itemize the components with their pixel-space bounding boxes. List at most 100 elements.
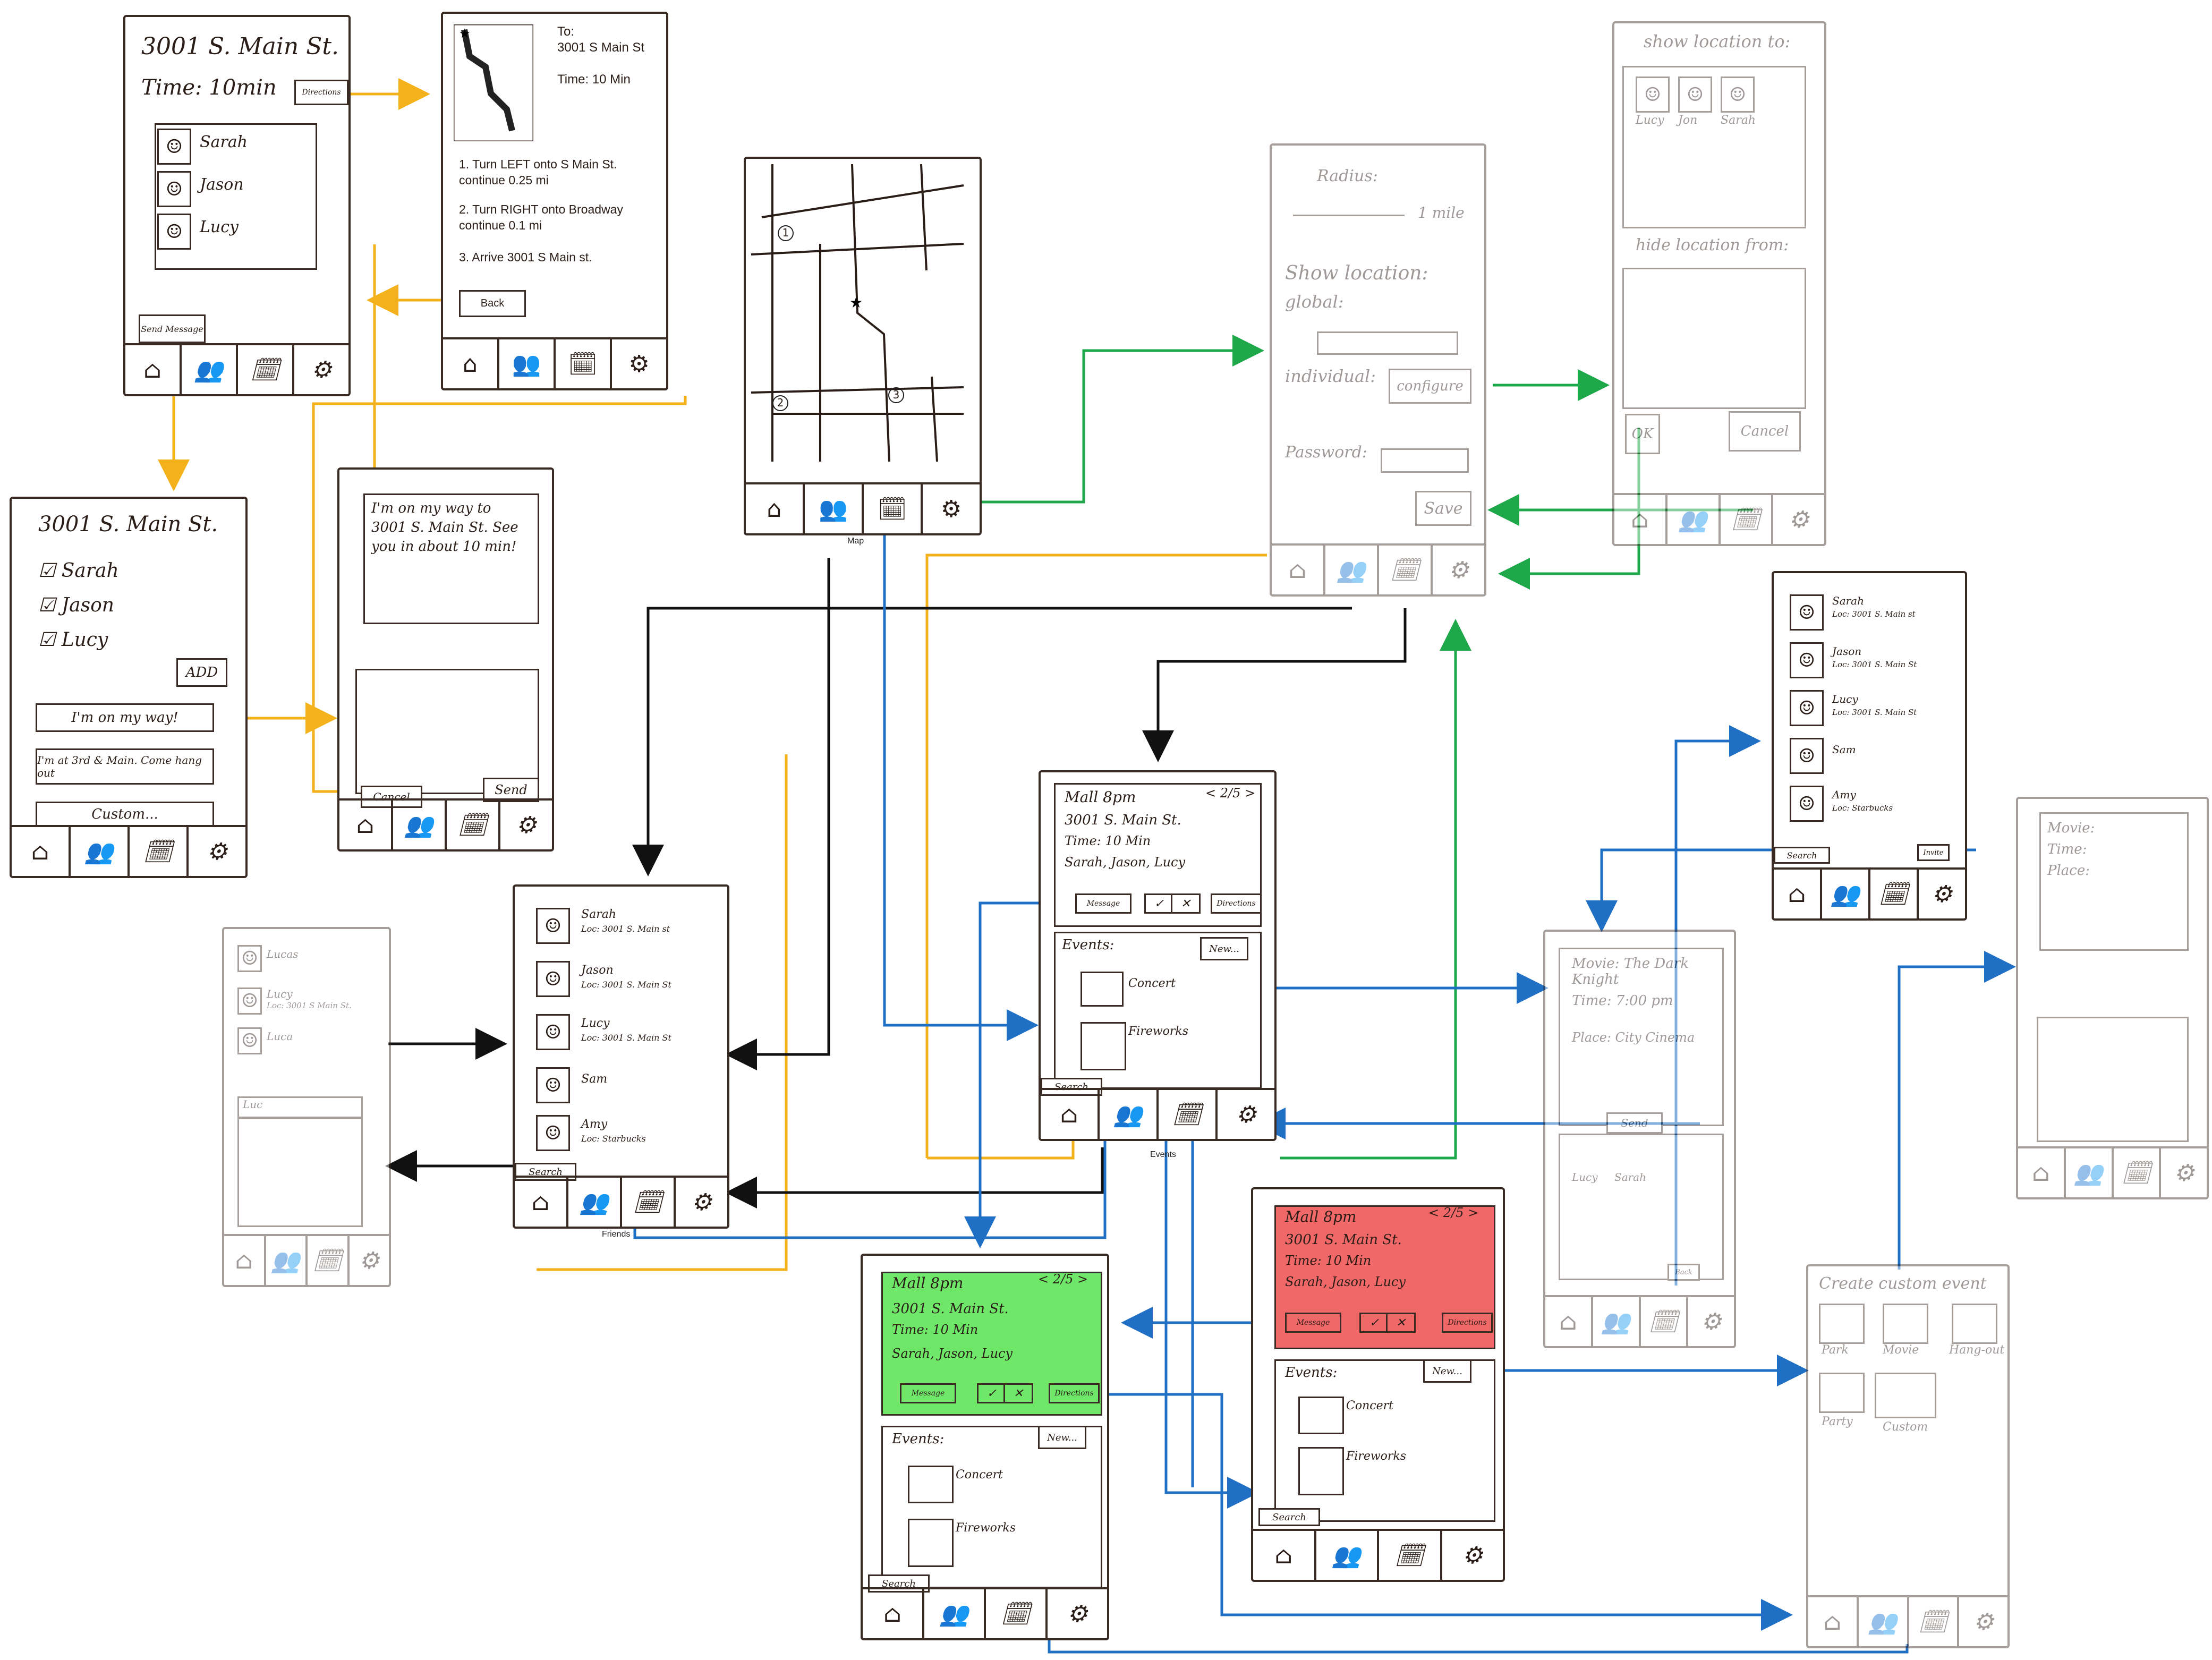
event-pager[interactable]: < 2/5 > xyxy=(1205,786,1256,801)
events-icon[interactable]: 🗓 xyxy=(1379,1531,1442,1580)
friends-icon[interactable]: 👥 xyxy=(568,1178,622,1227)
events-icon[interactable]: 🗓 xyxy=(447,801,500,849)
password-input[interactable] xyxy=(1381,448,1469,473)
message-button[interactable]: Message xyxy=(1285,1313,1341,1333)
home-icon[interactable]: ⌂ xyxy=(1774,870,1822,918)
save-button[interactable]: Save xyxy=(1415,491,1471,526)
message-button[interactable]: Message xyxy=(1075,893,1131,914)
keyboard[interactable] xyxy=(237,1118,363,1227)
event-type-tile[interactable] xyxy=(1883,1304,1928,1344)
send-button[interactable]: Send xyxy=(1606,1112,1663,1134)
events-icon[interactable]: 🗓 xyxy=(622,1178,676,1227)
fireworks-event[interactable]: Fireworks xyxy=(1128,1025,1189,1038)
concert-event[interactable]: Concert xyxy=(956,1468,1003,1482)
gear-icon[interactable]: ⚙ xyxy=(628,350,650,378)
fireworks-event[interactable]: Fireworks xyxy=(956,1521,1016,1535)
search-button[interactable]: Search xyxy=(515,1163,576,1181)
avatar[interactable]: ☺ xyxy=(1790,738,1824,774)
gear-icon[interactable]: ⚙ xyxy=(1448,556,1469,584)
events-icon[interactable]: 🗓 xyxy=(1721,495,1774,544)
directions-button[interactable]: Directions xyxy=(1442,1313,1493,1333)
directions-button[interactable]: Directions xyxy=(294,80,348,105)
gear-icon[interactable]: ⚙ xyxy=(940,495,962,523)
friends-icon[interactable]: 👥 xyxy=(1593,1297,1641,1346)
preset-come-hang-out[interactable]: I'm at 3rd & Main. Come hang out xyxy=(36,748,214,785)
events-icon[interactable]: 🗓 xyxy=(1870,870,1919,918)
configure-button[interactable]: configure xyxy=(1389,369,1471,404)
message-box[interactable] xyxy=(363,493,539,624)
gear-icon[interactable]: ⚙ xyxy=(2173,1159,2194,1187)
friends-icon[interactable]: 👥 xyxy=(1100,1090,1159,1139)
friends-icon[interactable]: 👥 xyxy=(805,484,864,533)
home-icon[interactable]: ⌂ xyxy=(443,339,499,388)
home-icon[interactable]: ⌂ xyxy=(2018,1148,2066,1197)
gear-icon[interactable]: ⚙ xyxy=(311,356,332,384)
friends-icon[interactable]: 👥 xyxy=(71,827,130,876)
decline-button[interactable]: ✕ xyxy=(1171,893,1201,914)
events-icon[interactable]: 🗓 xyxy=(308,1236,350,1285)
ok-button[interactable]: OK xyxy=(1625,414,1660,454)
events-icon[interactable]: 🗓 xyxy=(1909,1597,1960,1646)
back-button[interactable]: Back xyxy=(459,290,526,317)
avatar[interactable]: ☺ xyxy=(1721,76,1755,113)
home-icon[interactable]: ⌂ xyxy=(1808,1597,1859,1646)
events-icon[interactable]: 🗓 xyxy=(864,484,923,533)
home-icon[interactable]: ⌂ xyxy=(1614,495,1667,544)
fireworks-event[interactable]: Fireworks xyxy=(1346,1450,1407,1463)
event-type-tile[interactable] xyxy=(1875,1373,1936,1418)
global-toggle[interactable] xyxy=(1317,331,1458,355)
home-icon[interactable]: ⌂ xyxy=(125,345,182,394)
keyboard[interactable] xyxy=(355,669,539,794)
gear-icon[interactable]: ⚙ xyxy=(1788,506,1809,533)
home-icon[interactable]: ⌂ xyxy=(224,1236,266,1285)
friends-icon[interactable]: 👥 xyxy=(2066,1148,2114,1197)
concert-event[interactable]: Concert xyxy=(1346,1399,1393,1412)
new-event-button[interactable]: New... xyxy=(1038,1426,1086,1449)
avatar[interactable]: ☺ xyxy=(1678,76,1712,113)
decline-button[interactable]: ✕ xyxy=(1003,1383,1033,1403)
events-icon[interactable]: 🗓 xyxy=(1641,1297,1689,1346)
friends-icon[interactable]: 👥 xyxy=(1859,1597,1909,1646)
gear-icon[interactable]: ⚙ xyxy=(1462,1542,1483,1569)
preset-custom[interactable]: Custom... xyxy=(36,802,214,827)
avatar[interactable]: ☺ xyxy=(1790,786,1824,822)
avatar[interactable]: ☺ xyxy=(1636,76,1670,113)
accept-button[interactable]: ✓ xyxy=(977,1383,1007,1403)
gear-icon[interactable]: ⚙ xyxy=(1931,880,1953,908)
events-icon[interactable]: 🗓 xyxy=(556,339,612,388)
event-type-tile[interactable] xyxy=(1819,1373,1865,1413)
friends-icon[interactable]: 👥 xyxy=(924,1589,986,1638)
avatar[interactable]: ☺ xyxy=(1790,642,1824,678)
concert-event[interactable]: Concert xyxy=(1128,977,1176,990)
message-button[interactable]: Message xyxy=(900,1383,956,1403)
search-button[interactable]: Search xyxy=(1774,847,1830,864)
events-icon[interactable]: 🗓 xyxy=(1379,546,1433,594)
gear-icon[interactable]: ⚙ xyxy=(1067,1600,1088,1628)
friends-icon[interactable]: 👥 xyxy=(1667,495,1721,544)
event-type-tile[interactable] xyxy=(1952,1304,1997,1344)
invite-button[interactable]: Invite xyxy=(1917,844,1950,861)
home-icon[interactable]: ⌂ xyxy=(515,1178,568,1227)
quickmsg-check-2[interactable]: ☑ Lucy xyxy=(38,629,108,651)
events-icon[interactable]: 🗓 xyxy=(130,827,189,876)
gear-icon[interactable]: ⚙ xyxy=(206,838,228,865)
search-input[interactable] xyxy=(237,1096,363,1118)
events-icon[interactable]: 🗓 xyxy=(238,345,294,394)
friends-icon[interactable]: 👥 xyxy=(182,345,238,394)
events-icon[interactable]: 🗓 xyxy=(1159,1090,1218,1139)
preset-on-my-way[interactable]: I'm on my way! xyxy=(36,703,214,732)
accept-button[interactable]: ✓ xyxy=(1144,893,1174,914)
gear-icon[interactable]: ⚙ xyxy=(691,1188,712,1216)
add-button[interactable]: ADD xyxy=(176,658,227,687)
directions-button[interactable]: Directions xyxy=(1211,893,1262,914)
new-event-button[interactable]: New... xyxy=(1423,1359,1471,1383)
event-pager[interactable]: < 2/5 > xyxy=(1038,1272,1088,1287)
gear-icon[interactable]: ⚙ xyxy=(1235,1101,1257,1128)
gear-icon[interactable]: ⚙ xyxy=(1700,1308,1722,1335)
decline-button[interactable]: ✕ xyxy=(1386,1313,1416,1333)
avatar[interactable]: ☺ xyxy=(1790,594,1824,631)
accept-button[interactable]: ✓ xyxy=(1359,1313,1389,1333)
friends-icon[interactable]: 👥 xyxy=(1325,546,1379,594)
friends-icon[interactable]: 👥 xyxy=(1316,1531,1379,1580)
friends-icon[interactable]: 👥 xyxy=(499,339,556,388)
